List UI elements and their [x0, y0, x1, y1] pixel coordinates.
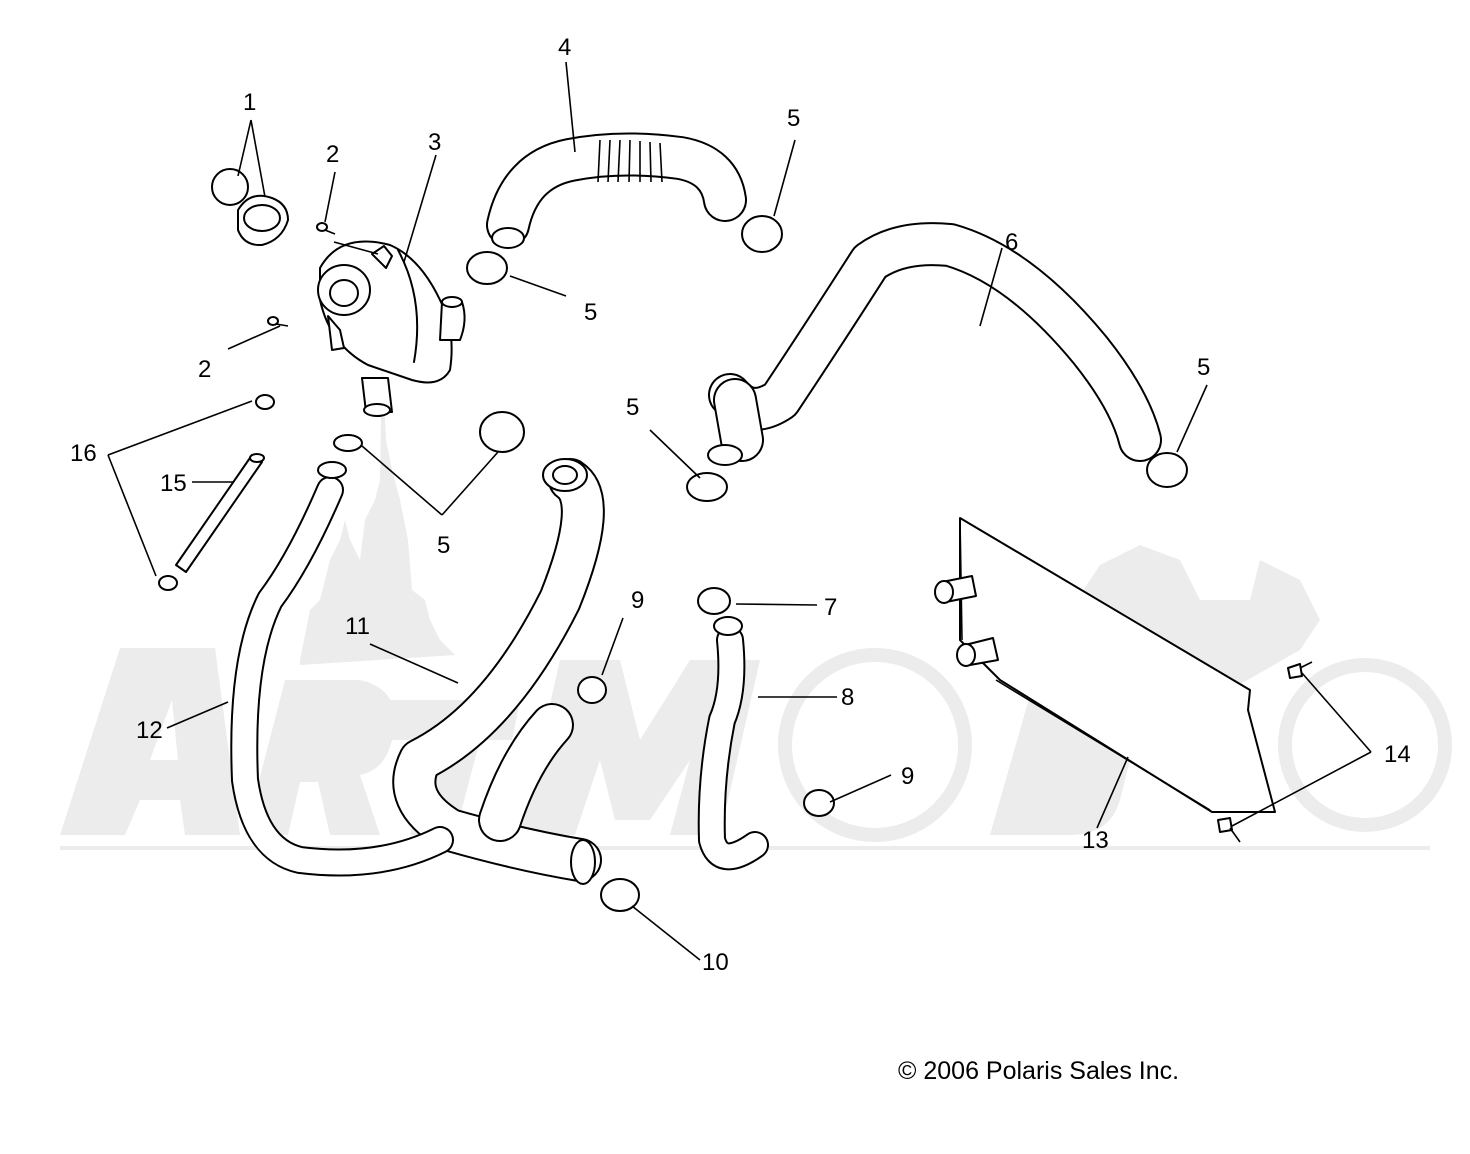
callout-12: 12	[136, 717, 163, 744]
callout-15: 15	[160, 470, 187, 497]
fastener-14-lower	[1217, 817, 1241, 843]
screw-upper	[316, 222, 336, 235]
callout-2: 2	[326, 141, 339, 168]
clamp-5-top-right	[741, 215, 783, 253]
clamp-7	[697, 587, 731, 615]
bottle-band	[397, 249, 419, 363]
bottle-opening	[329, 279, 359, 307]
clamp-5-far-right	[1146, 452, 1188, 488]
hose-long-12	[230, 461, 454, 877]
callout-5: 5	[787, 105, 800, 132]
callout-5: 5	[1197, 354, 1210, 381]
watermark-wheel-front	[778, 648, 972, 842]
callout-labels: 1 2 2 3 4 5 5 5 5 5 6 7 8 9 9 10 11 12 1…	[70, 34, 1411, 976]
clamp-5-middle	[479, 411, 525, 453]
watermark-wheel-rear	[1278, 658, 1452, 832]
callout-5: 5	[626, 394, 639, 421]
callout-5: 5	[584, 299, 597, 326]
callout-11: 11	[345, 613, 370, 640]
callout-8: 8	[841, 684, 854, 711]
callout-9: 9	[901, 763, 914, 790]
callout-7: 7	[824, 594, 837, 621]
cap-top	[243, 204, 281, 232]
hose-upper-ribs	[597, 139, 663, 183]
hose-elbow-8	[697, 616, 769, 871]
watermark-cathedral	[300, 360, 455, 665]
callout-16: 16	[70, 440, 97, 467]
callout-14: 14	[1384, 741, 1411, 768]
plug-16-upper	[255, 394, 275, 410]
hose-y-11	[392, 458, 605, 885]
radiator-cap	[211, 168, 289, 247]
clamp-10	[600, 878, 640, 912]
clamp-9-upper	[577, 676, 607, 704]
hose-upper-4	[486, 132, 747, 249]
watermark-letter-a	[60, 648, 240, 835]
clamp-5-left	[333, 434, 363, 452]
clamp-5-right-middle	[686, 472, 728, 502]
coolant-bottle	[317, 240, 466, 417]
bottle-mount-tab-top	[371, 245, 393, 269]
callout-2: 2	[198, 356, 211, 383]
callout-6: 6	[1005, 229, 1018, 256]
copyright-notice: © 2006 Polaris Sales Inc.	[898, 1057, 1180, 1085]
clamp-5-upper-middle	[466, 251, 508, 285]
bottle-mount-tab-bottom	[327, 315, 345, 351]
cap-gasket-circle	[211, 168, 249, 206]
plug-16-lower	[158, 575, 178, 591]
callout-4: 4	[558, 34, 571, 61]
screw-lower	[267, 316, 289, 327]
bottle-outlet-bottom	[361, 377, 393, 413]
callout-10: 10	[702, 949, 729, 976]
leader-lines	[107, 61, 1372, 961]
callout-5: 5	[437, 532, 450, 559]
callout-13: 13	[1082, 827, 1109, 854]
callout-1: 1	[243, 89, 256, 116]
fastener-14-upper	[1287, 661, 1313, 679]
pipe-15	[175, 453, 265, 573]
callout-9: 9	[631, 587, 644, 614]
clamp-9-lower	[803, 789, 835, 817]
heat-exchanger-13	[934, 517, 1276, 813]
watermark-letter-r	[245, 680, 395, 835]
callout-3: 3	[428, 129, 441, 156]
hose-long-6	[707, 222, 1162, 466]
